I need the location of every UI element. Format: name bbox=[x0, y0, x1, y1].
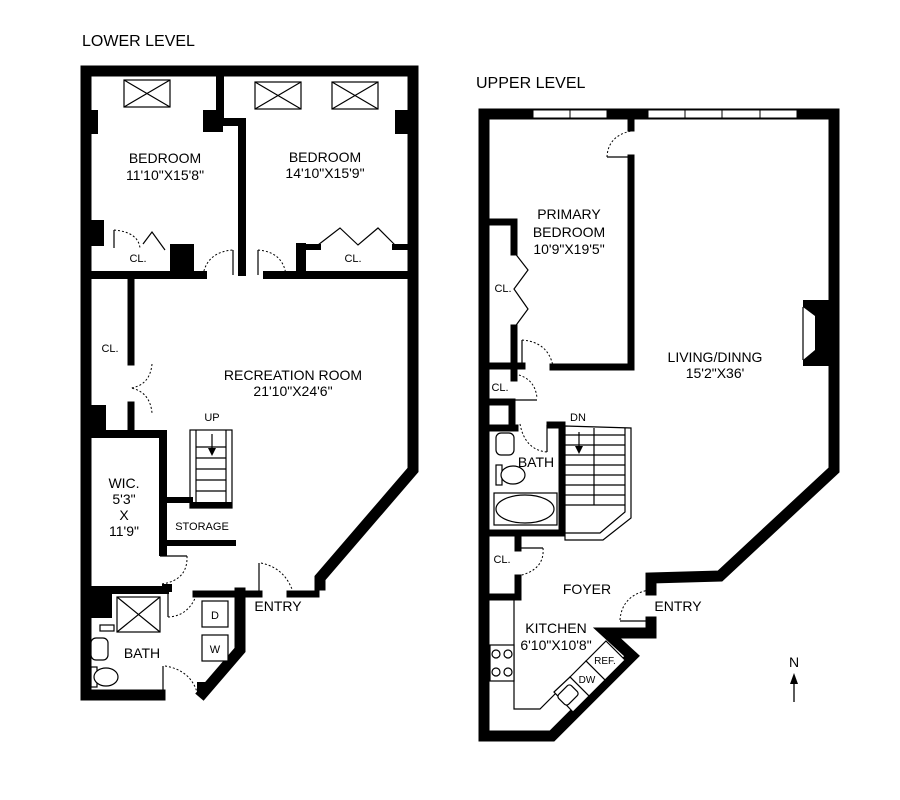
pillar bbox=[395, 110, 409, 134]
closet-wall bbox=[483, 531, 522, 601]
room-name: WIC. bbox=[108, 475, 139, 491]
entry-door-swing bbox=[619, 589, 650, 621]
closet-label: CL. bbox=[494, 283, 511, 295]
pillar bbox=[170, 244, 194, 274]
window-icon bbox=[532, 109, 798, 119]
skylight-icon bbox=[123, 79, 379, 110]
closet-wall bbox=[483, 218, 526, 382]
entry-label: ENTRY bbox=[254, 598, 302, 614]
bath-wall bbox=[485, 421, 566, 537]
room-name: RECREATION ROOM bbox=[224, 367, 362, 383]
toilet-icon bbox=[495, 464, 526, 486]
sink-icon bbox=[90, 637, 109, 661]
toilet-icon bbox=[90, 666, 119, 688]
pillar bbox=[86, 110, 98, 134]
room-dims: 5'3" bbox=[112, 491, 135, 507]
room-dims: 11'10"X15'8" bbox=[126, 167, 204, 183]
bath-door-swing bbox=[164, 665, 198, 693]
room-name: BATH bbox=[518, 454, 554, 470]
closet-label: CL. bbox=[101, 343, 118, 355]
shower-icon bbox=[116, 596, 161, 633]
wic-wall bbox=[82, 430, 167, 556]
upper-level-title: UPPER LEVEL bbox=[476, 75, 585, 92]
lower-level: LOWER LEVEL CL. CL. CL. bbox=[80, 33, 419, 701]
room-dims: 6'10"X10'8" bbox=[520, 637, 591, 653]
storage-wall bbox=[160, 497, 236, 546]
entry-door-swing bbox=[260, 562, 294, 593]
storage-label: STORAGE bbox=[175, 521, 229, 533]
room-name: LIVING/DINNG bbox=[668, 349, 763, 365]
room-dims: 14'10"X15'9" bbox=[285, 165, 364, 181]
pillar bbox=[86, 220, 104, 246]
room-name: BATH bbox=[124, 645, 160, 661]
room-name: FOYER bbox=[563, 581, 611, 597]
north-label: N bbox=[789, 654, 799, 670]
closet-label: CL. bbox=[129, 253, 146, 265]
room-dims: 15'2"X36' bbox=[686, 365, 745, 381]
room-dims: 11'9" bbox=[109, 523, 139, 539]
door-swing bbox=[113, 229, 141, 249]
stairs-up bbox=[189, 429, 233, 509]
room-dims: 10'9"X19'5" bbox=[533, 241, 604, 257]
room-name: BEDROOM bbox=[533, 224, 605, 240]
bedroom-wall bbox=[549, 116, 635, 371]
room-name: PRIMARY bbox=[537, 206, 601, 222]
door-swing bbox=[517, 547, 544, 577]
dryer-label: D bbox=[211, 610, 219, 622]
room-name: BEDROOM bbox=[289, 149, 361, 165]
door-swing bbox=[519, 423, 548, 453]
bathtub-icon bbox=[493, 492, 558, 526]
stove-icon bbox=[489, 644, 515, 682]
washer-label: W bbox=[210, 644, 221, 656]
bifold-door bbox=[513, 251, 529, 329]
bifold-door bbox=[317, 227, 396, 246]
kitchen-sink-icon bbox=[553, 676, 590, 713]
refrigerator-label: REF. bbox=[594, 656, 616, 667]
pillar bbox=[203, 110, 223, 132]
pillar bbox=[86, 405, 106, 431]
closet-door bbox=[113, 230, 166, 251]
shelf bbox=[99, 624, 115, 632]
door-swing bbox=[161, 555, 197, 618]
upper-level: UPPER LEVEL CL. CL. bbox=[476, 75, 840, 742]
stairs-label: DN bbox=[570, 412, 586, 424]
door-leaf bbox=[160, 555, 187, 617]
pillar bbox=[296, 243, 306, 273]
door-swing bbox=[202, 249, 287, 276]
bedroom-divider-wall bbox=[216, 67, 246, 276]
dishwasher-label: DW bbox=[579, 675, 596, 686]
dryer bbox=[201, 600, 229, 628]
sink-icon bbox=[495, 432, 515, 456]
closet-label: CL. bbox=[491, 382, 508, 394]
stairs-down bbox=[564, 425, 632, 541]
stairs-label: UP bbox=[204, 412, 219, 424]
entry-label: ENTRY bbox=[654, 598, 702, 614]
compass: N bbox=[789, 654, 799, 702]
door-leaf bbox=[232, 250, 259, 275]
pillar bbox=[162, 584, 172, 592]
door-swing bbox=[521, 339, 554, 367]
pillar bbox=[86, 590, 112, 618]
fireplace-icon bbox=[803, 300, 834, 366]
closet-wall bbox=[483, 398, 519, 432]
room-dims: 21'10"X24'6" bbox=[253, 383, 332, 399]
north-arrow-icon bbox=[790, 673, 798, 702]
door-swing bbox=[514, 373, 538, 399]
door-swing bbox=[606, 130, 632, 158]
lower-level-title: LOWER LEVEL bbox=[82, 33, 195, 50]
washer bbox=[201, 634, 229, 662]
room-name: BEDROOM bbox=[129, 150, 201, 166]
room-name: KITCHEN bbox=[525, 620, 586, 636]
room-dims: X bbox=[119, 507, 129, 523]
closet-label: CL. bbox=[344, 253, 361, 265]
closet-label: CL. bbox=[493, 554, 510, 566]
pillar bbox=[197, 682, 207, 694]
